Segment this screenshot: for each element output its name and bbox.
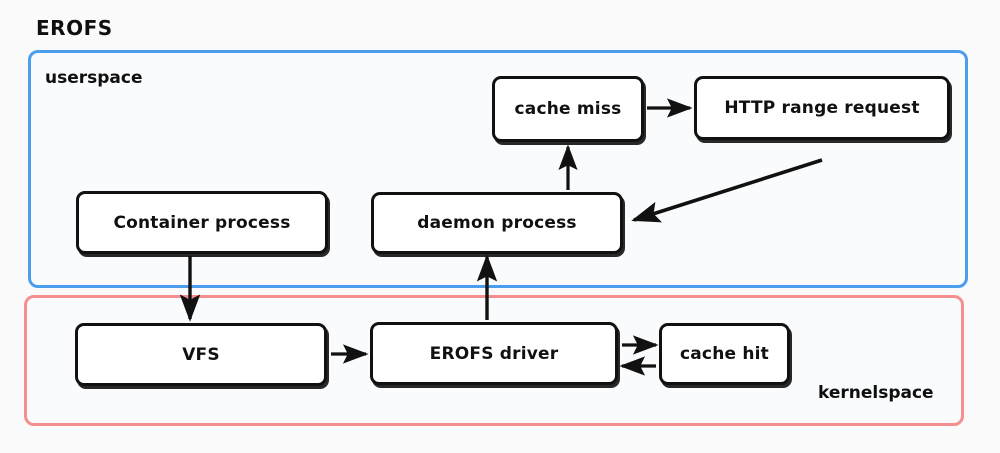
node-label-daemon-process: daemon process bbox=[417, 213, 577, 233]
node-label-cache-hit: cache hit bbox=[679, 344, 770, 364]
zone-label-kernelspace: kernelspace bbox=[818, 383, 934, 403]
node-label-vfs: VFS bbox=[182, 344, 220, 365]
node-erofs-driver[interactable]: EROFS driver bbox=[370, 322, 618, 385]
node-label-cache-miss: cache miss bbox=[514, 99, 622, 119]
node-label-container-process: Container process bbox=[113, 212, 291, 233]
node-label-http-range-request: HTTP range request bbox=[724, 98, 920, 118]
node-cache-hit[interactable]: cache hit bbox=[659, 323, 790, 385]
node-container-process[interactable]: Container process bbox=[76, 191, 328, 254]
node-vfs[interactable]: VFS bbox=[75, 323, 327, 386]
node-label-erofs-driver: EROFS driver bbox=[429, 343, 559, 364]
diagram-title: EROFS bbox=[36, 16, 113, 40]
node-http-range-request[interactable]: HTTP range request bbox=[694, 76, 950, 140]
node-daemon-process[interactable]: daemon process bbox=[371, 192, 623, 254]
node-cache-miss[interactable]: cache miss bbox=[492, 76, 644, 142]
zone-label-userspace: userspace bbox=[45, 68, 143, 88]
